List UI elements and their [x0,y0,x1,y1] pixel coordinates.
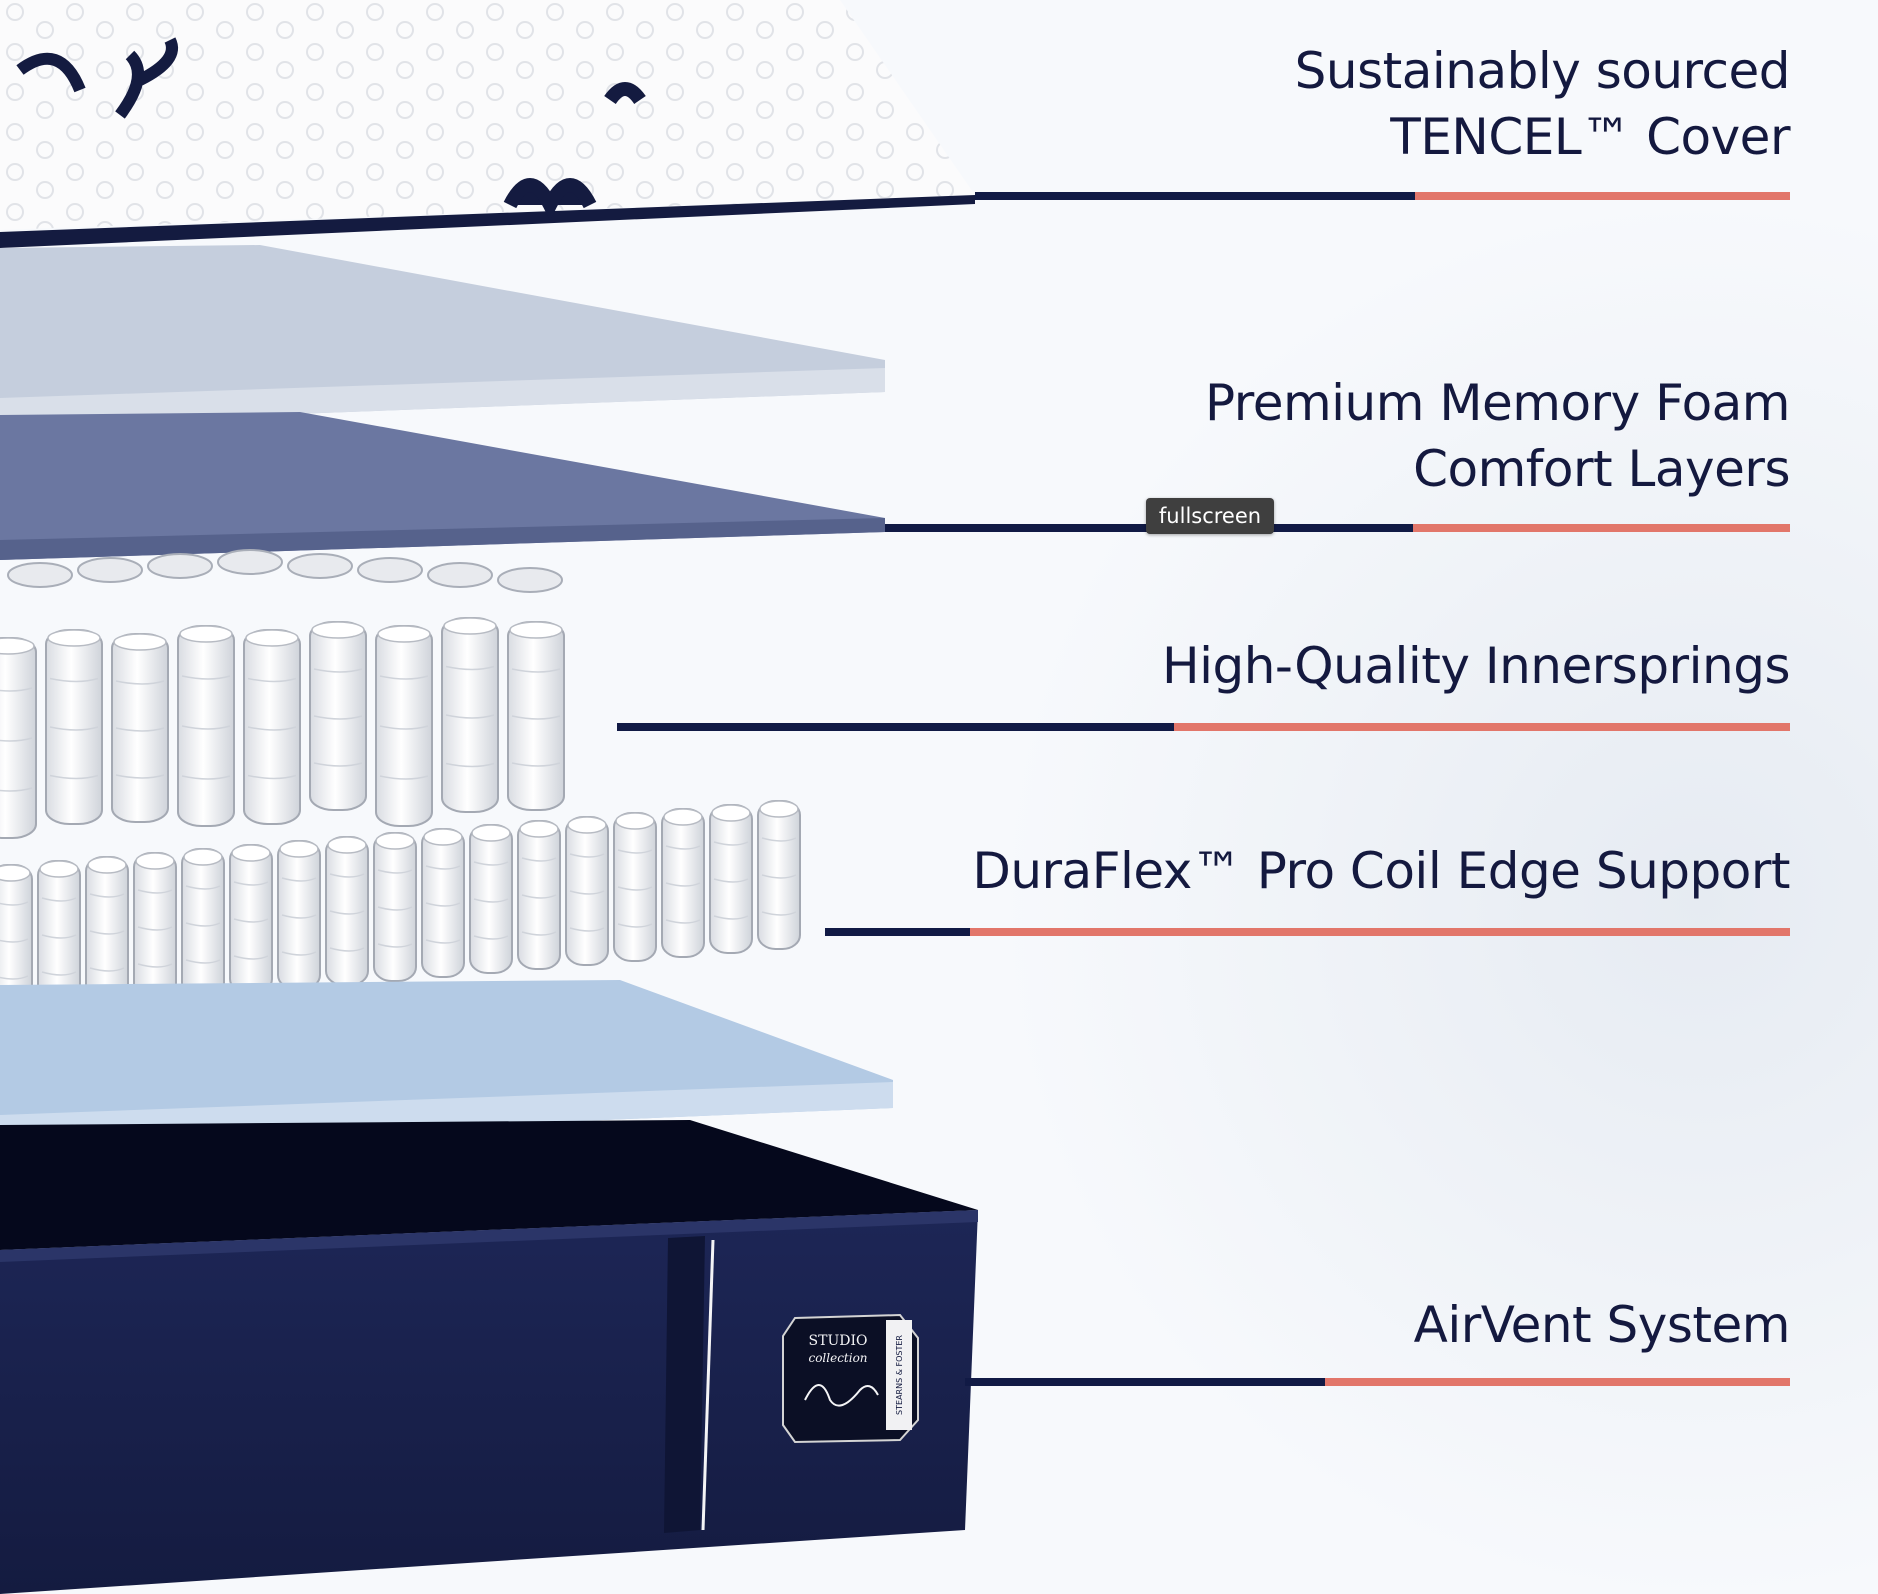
label-tencel-cover: Sustainably sourced TENCEL™ Cover [1294,42,1791,166]
coil-spring [0,637,37,839]
leader-line-memory-foam [885,524,1790,532]
coil-spring [181,848,225,998]
coil-spring [709,804,753,954]
innerspring-back-row [7,549,563,593]
leader-line-innersprings [617,723,1790,731]
memory-foam-layer [0,412,885,560]
mattress-base [0,1120,978,1594]
coil-spring [243,629,301,825]
label-edge-support: DuraFlex™ Pro Coil Edge Support [972,842,1790,900]
tag-brand-script: collection [808,1351,867,1365]
coil-spring [661,808,705,958]
label-airvent-system: AirVent System [1413,1296,1791,1354]
coil-spring [565,816,609,966]
coil-spring [309,621,367,811]
coil-spring [441,617,499,813]
comfort-layer-light [0,245,885,425]
coil-spring [111,633,169,823]
tag-brand-text: STUDIO [809,1333,868,1349]
edge-support-coil-row [0,800,801,1014]
fullscreen-tooltip: fullscreen [1146,498,1274,534]
coil-spring [613,812,657,962]
coil-spring [421,828,465,978]
innerspring-upper-row [0,617,565,839]
coil-spring [517,820,561,970]
coil-spring [277,840,321,990]
leader-line-edge-support [825,928,1790,936]
label-memory-foam: Premium Memory Foam Comfort Layers [1204,374,1791,498]
coil-spring [757,800,801,950]
coil-spring [469,824,513,974]
coil-spring [229,844,273,994]
coil-spring [507,621,565,811]
coil-spring [45,629,103,825]
leader-line-tencel-cover [975,192,1790,200]
coil-spring [37,860,81,1010]
leader-line-airvent-system [965,1378,1790,1386]
coil-spring [177,625,235,827]
coil-spring [325,836,369,986]
cover-layer [0,0,975,248]
brand-tag: STUDIO collection STEARNS & FOSTER [782,1313,919,1444]
label-innersprings: High-Quality Innersprings [1161,637,1791,695]
coil-spring [85,856,129,1006]
coil-spring [373,832,417,982]
tag-side-text: STEARNS & FOSTER [895,1335,904,1415]
coil-spring [375,625,433,827]
coil-spring [133,852,177,1002]
